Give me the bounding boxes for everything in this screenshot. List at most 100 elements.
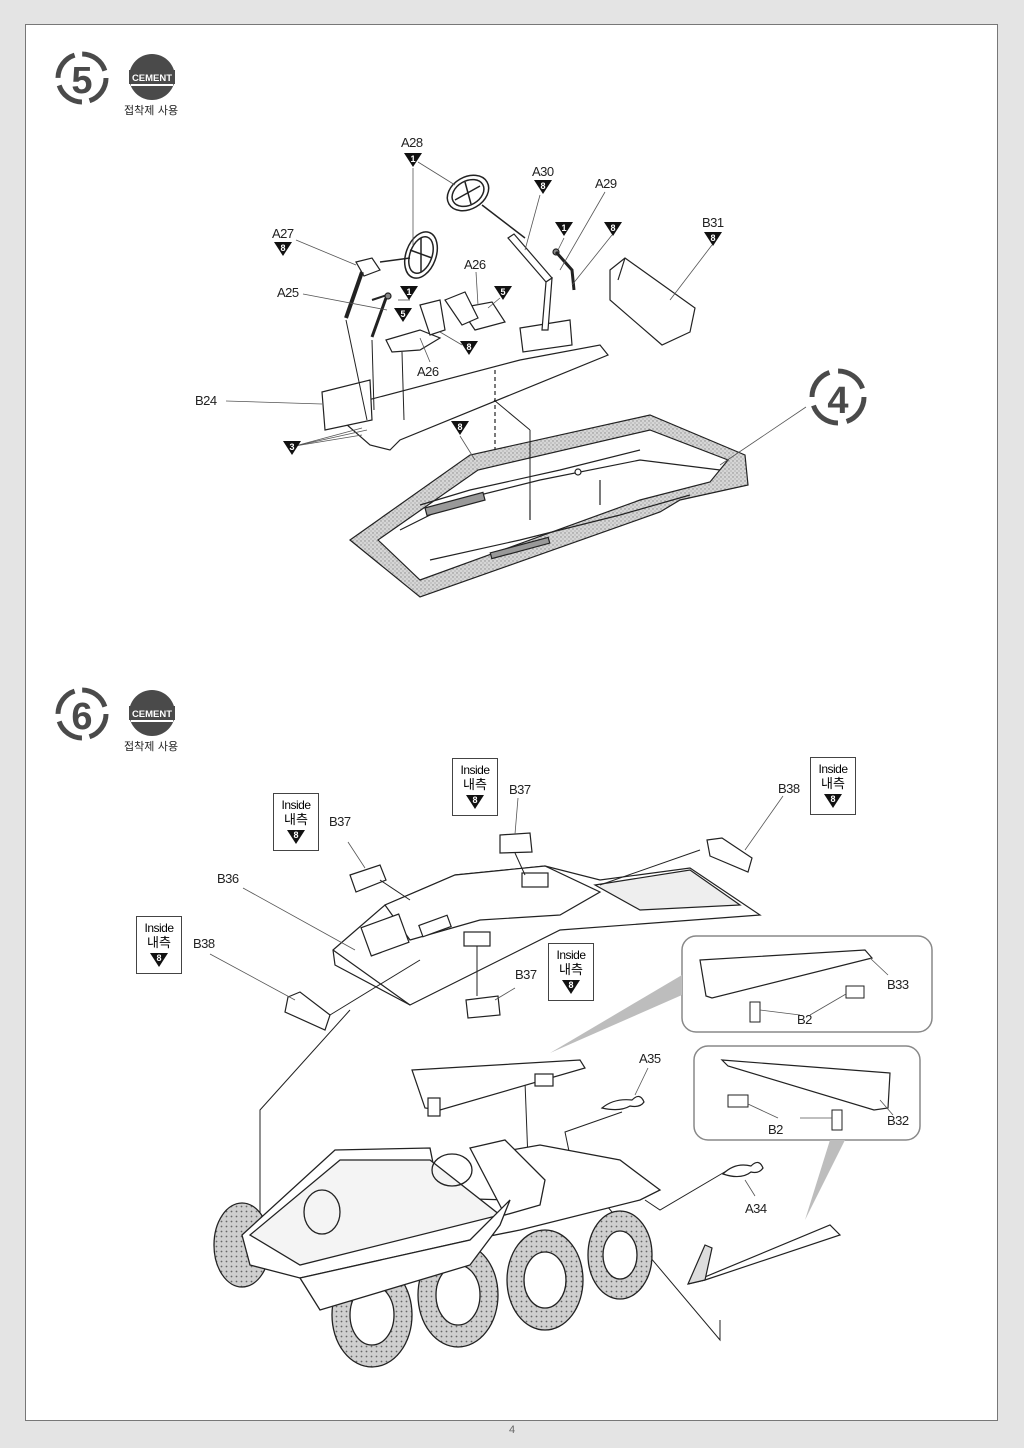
inside-note-en: Inside xyxy=(556,948,586,962)
cement-icon: CEMENT xyxy=(129,690,175,736)
marker-triangle: 8 xyxy=(704,232,722,246)
inside-note-en: Inside xyxy=(460,763,490,777)
callout-wedge xyxy=(550,975,682,1053)
marker-triangle: 8 xyxy=(150,953,168,967)
marker-triangle: 8 xyxy=(274,242,292,256)
part-label-b2: B2 xyxy=(768,1122,783,1137)
marker-triangle: 3 xyxy=(283,441,301,455)
part-label-a25: A25 xyxy=(277,285,299,300)
leader-lines xyxy=(225,161,807,466)
inside-note-en: Inside xyxy=(281,798,311,812)
side-plate xyxy=(411,1059,842,1285)
part-label-b24: B24 xyxy=(195,393,217,408)
inside-note-ko: 내측 xyxy=(559,963,583,978)
svg-text:1: 1 xyxy=(406,287,411,297)
cement-caption: 접착제 사용 xyxy=(124,104,179,117)
marker-triangle: 8 xyxy=(534,180,552,194)
inside-note-en: Inside xyxy=(144,921,174,935)
svg-text:8: 8 xyxy=(710,233,715,243)
part-label-a28: A28 xyxy=(401,135,423,150)
marker-triangle: 5 xyxy=(494,286,512,300)
page-number: 4 xyxy=(508,1424,516,1436)
part-label-a26: A26 xyxy=(417,364,439,379)
marker-triangle: 5 xyxy=(394,308,412,322)
marker-triangle: 8 xyxy=(562,980,580,994)
part-label-b38: B38 xyxy=(193,936,215,951)
inside-note: Inside 내측 8 xyxy=(136,916,182,974)
part-label-b31: B31 xyxy=(702,215,724,230)
marker-number: 8 xyxy=(472,795,478,805)
marker-triangle: 1 xyxy=(404,153,422,167)
assembly-arrow xyxy=(345,319,531,500)
marker-number: 8 xyxy=(156,953,162,963)
cement-icon: CEMENT xyxy=(129,54,175,100)
inside-note-en: Inside xyxy=(818,762,848,776)
svg-text:1: 1 xyxy=(561,223,566,233)
inside-note-ko: 내측 xyxy=(284,813,308,828)
inside-note: Inside 내측 8 xyxy=(810,757,856,815)
assembly-arrow xyxy=(259,849,729,1342)
part-label-b36: B36 xyxy=(217,871,239,886)
part-label-b33: B33 xyxy=(887,977,909,992)
marker-triangle: 8 xyxy=(824,794,842,808)
inside-note-ko: 내측 xyxy=(147,936,171,951)
part-label-a35: A35 xyxy=(639,1051,661,1066)
reference-step-badge: 4 xyxy=(809,368,867,426)
inside-note: Inside 내측 8 xyxy=(452,758,498,816)
detail-box-b32 xyxy=(693,1045,921,1141)
svg-text:8: 8 xyxy=(457,422,462,432)
reference-step-number: 4 xyxy=(827,380,848,422)
callout-wedge xyxy=(805,1140,845,1220)
part-b36-superstructure xyxy=(332,865,762,1006)
inside-note-ko: 내측 xyxy=(463,778,487,793)
part-label-b37: B37 xyxy=(509,782,531,797)
part-label-a26: A26 xyxy=(464,257,486,272)
svg-text:8: 8 xyxy=(610,223,615,233)
step-number: 6 xyxy=(71,696,92,738)
part-a34 xyxy=(721,1161,764,1178)
marker-triangle: 8 xyxy=(460,341,478,355)
part-label-a29: A29 xyxy=(595,176,617,191)
svg-text:3: 3 xyxy=(289,442,294,452)
vehicle-chassis xyxy=(213,1139,662,1368)
svg-text:8: 8 xyxy=(280,243,285,253)
floor-plate xyxy=(321,319,609,451)
cement-label: CEMENT xyxy=(132,709,172,720)
marker-triangle: 8 xyxy=(451,421,469,435)
svg-text:5: 5 xyxy=(500,287,505,297)
part-b37 xyxy=(349,832,533,1019)
part-label-b37: B37 xyxy=(329,814,351,829)
part-a35 xyxy=(600,1095,645,1111)
part-b38 xyxy=(284,837,753,1031)
marker-number: 8 xyxy=(830,794,836,804)
marker-triangle: 8 xyxy=(287,830,305,844)
hull-assembly xyxy=(349,414,749,598)
leader-lines xyxy=(209,795,784,1197)
part-label-a27: A27 xyxy=(272,226,294,241)
cement-caption: 접착제 사용 xyxy=(124,740,179,753)
marker-triangles: 1 8 8 1 8 8 5 1 5 8 3 8 xyxy=(274,153,722,455)
marker-triangle: 8 xyxy=(604,222,622,236)
step-number: 5 xyxy=(71,60,92,102)
step-number-badge: 6 xyxy=(55,687,109,741)
inside-note: Inside 내측 8 xyxy=(548,943,594,1001)
steering-wheel xyxy=(446,174,526,239)
marker-triangle: 8 xyxy=(466,795,484,809)
cement-label: CEMENT xyxy=(132,73,172,84)
marker-triangle: 1 xyxy=(555,222,573,236)
part-label-b2: B2 xyxy=(797,1012,812,1027)
steering-wheel xyxy=(379,231,439,279)
svg-text:8: 8 xyxy=(466,342,471,352)
step-number-badge: 5 xyxy=(55,51,109,105)
part-label-a34: A34 xyxy=(745,1201,767,1216)
svg-text:1: 1 xyxy=(410,154,415,164)
seat xyxy=(385,291,506,353)
svg-text:5: 5 xyxy=(400,309,405,319)
marker-number: 8 xyxy=(293,830,299,840)
inside-note: Inside 내측 8 xyxy=(273,793,319,851)
marker-triangle: 1 xyxy=(400,286,418,300)
part-label-a30: A30 xyxy=(532,164,554,179)
part-label-b32: B32 xyxy=(887,1113,909,1128)
steering-column xyxy=(344,233,576,338)
